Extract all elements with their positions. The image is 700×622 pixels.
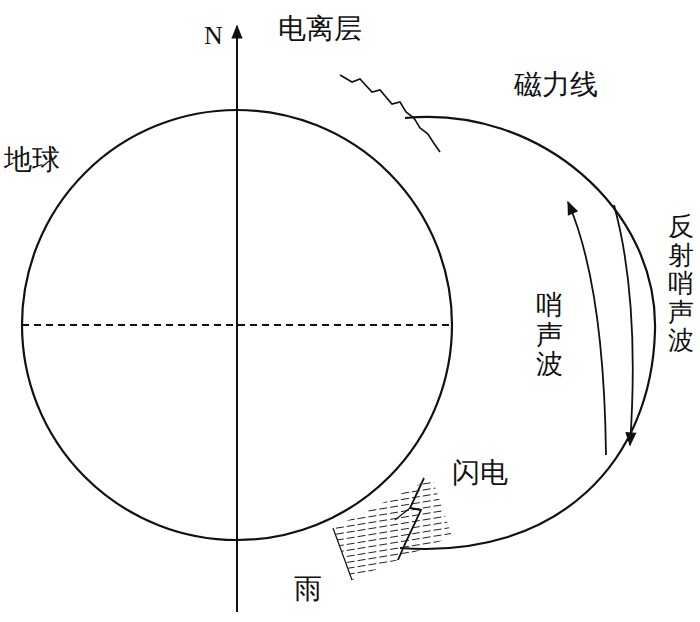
rain-stroke (325, 496, 460, 518)
axis-arrow (236, 26, 238, 612)
reflected-whistler-label: 反射哨声波 (668, 212, 694, 355)
rain-stroke (325, 532, 460, 554)
rain-stroke (325, 514, 460, 536)
rain-stroke (325, 526, 460, 548)
whistler-arrow (568, 202, 606, 455)
rain-stroke (325, 490, 460, 512)
rain-stroke (325, 466, 460, 488)
rain-hatching (325, 460, 460, 602)
rain-stroke (325, 580, 460, 602)
rain-stroke (325, 574, 460, 596)
rain-stroke (325, 478, 460, 500)
rain-stroke (325, 520, 460, 542)
rain-stroke (325, 568, 460, 590)
lightning-bolt (398, 478, 424, 560)
rain-stroke (325, 460, 460, 482)
rain-stroke (325, 472, 460, 494)
rain-label: 雨 (294, 574, 322, 605)
rain-stroke (325, 502, 460, 524)
rain-edge (333, 528, 352, 580)
reflected-arrow (614, 205, 633, 445)
rain-stroke (325, 556, 460, 578)
ionosphere-label: 电离层 (278, 14, 362, 45)
ionosphere-line (340, 75, 440, 152)
rain-stroke (325, 562, 460, 584)
earth-label: 地球 (4, 145, 60, 176)
rain-stroke (325, 484, 460, 506)
field-line (400, 117, 655, 549)
whistler-label: 哨声波 (536, 290, 563, 379)
lightning-branch (395, 508, 410, 520)
rain-stroke (325, 508, 460, 530)
field-line-label: 磁力线 (514, 70, 598, 101)
lightning-label: 闪电 (452, 458, 508, 489)
north-label: N (204, 22, 223, 51)
rain-stroke (325, 538, 460, 560)
